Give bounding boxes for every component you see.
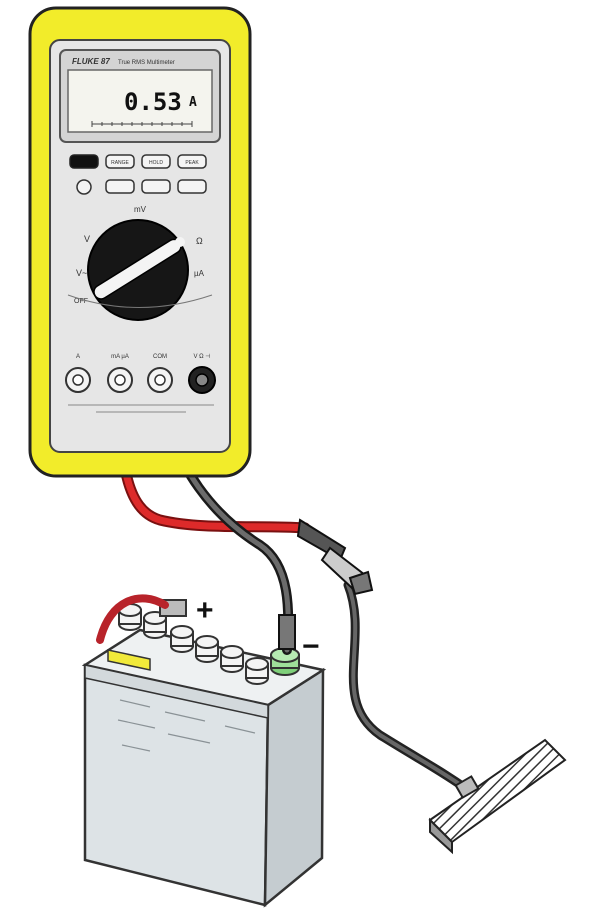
meter-brand: FLUKE 87 [72,57,110,66]
svg-text:PEAK: PEAK [185,160,199,166]
multimeter: FLUKE 87 True RMS Multimeter 0.53 A RANG… [28,6,252,478]
rotary-selector[interactable] [87,219,189,321]
light-button[interactable] [76,179,92,195]
rel-button[interactable] [141,179,171,194]
hold-button[interactable] [141,154,171,169]
function-button-1[interactable] [69,154,99,169]
dial-label-off: OFF [74,298,88,305]
negative-sign: − [302,630,320,663]
positive-sign: + [196,594,214,627]
battery-vent-caps [118,603,269,685]
ground-cable [343,580,473,795]
dial-label-vac: V~ [76,268,87,278]
jack-label-a: A [76,354,80,360]
jack-ma[interactable] [107,367,133,393]
dial-label-ohm: Ω [196,236,203,246]
dial-label-v: V [84,234,90,244]
minmax-button[interactable] [105,179,135,194]
dial-label-mv: mV [134,205,147,214]
jack-label-com: COM [153,354,167,360]
jack-label-ma: mA µA [111,354,129,360]
lcd-unit: A [189,95,197,110]
svg-text:RANGE: RANGE [111,160,129,166]
peak-button[interactable] [177,154,207,169]
battery-label-strip [107,649,151,671]
car-battery [81,628,327,908]
meter-caption: True RMS Multimeter [118,60,175,66]
jack-v-ohm[interactable] [188,366,216,394]
hz-button[interactable] [177,179,207,194]
jack-a[interactable] [65,367,91,393]
dial-label-ua: µA [194,269,205,278]
alligator-clip [296,518,374,596]
lcd-bargraph [91,121,193,127]
chassis-ground [428,738,567,855]
svg-text:HOLD: HOLD [149,160,163,166]
jack-label-v: V Ω ⊣ [193,353,210,360]
battery-positive-cable [96,594,169,644]
black-probe-tip [278,614,296,650]
jack-com[interactable] [147,367,173,393]
positive-terminal [96,594,187,644]
range-button[interactable] [105,154,135,169]
negative-terminal [270,647,300,676]
lcd-reading: 0.53 [124,88,182,116]
